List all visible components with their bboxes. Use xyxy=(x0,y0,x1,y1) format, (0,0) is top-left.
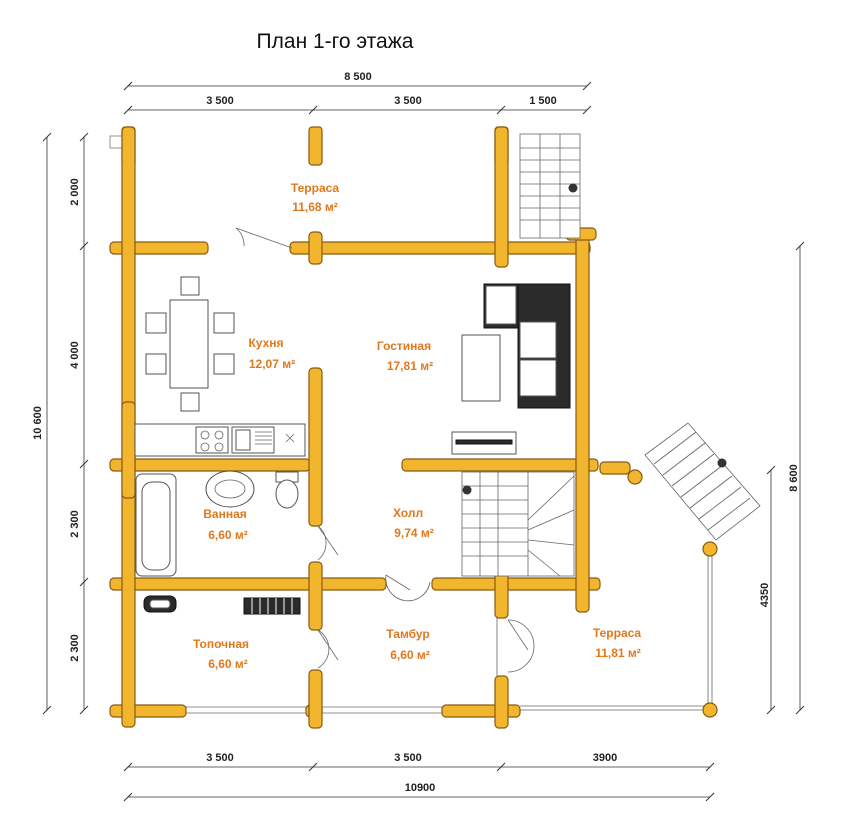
log-walls xyxy=(109,126,631,729)
dim-right-total: 8 600 xyxy=(788,464,800,492)
dim-left-total: 10 600 xyxy=(32,406,44,440)
room-terrace-right-name: Терраса xyxy=(593,626,642,640)
sofa xyxy=(461,283,571,409)
room-boiler-area: 6,60 м² xyxy=(208,657,248,671)
room-bathroom-name: Ванная xyxy=(203,507,247,521)
dim-left-seg-3: 2 300 xyxy=(69,510,81,538)
post xyxy=(627,469,643,485)
room-boiler-name: Топочная xyxy=(193,637,249,651)
room-hall-name: Холл xyxy=(393,506,423,520)
doors xyxy=(235,227,535,673)
dim-left-seg-1: 2 000 xyxy=(69,178,81,206)
room-terrace-top-name: Терраса xyxy=(291,181,340,195)
room-vestibule-area: 6,60 м² xyxy=(390,648,430,662)
room-kitchen-area: 12,07 м² xyxy=(249,357,295,371)
dim-left-seg-4: 2 300 xyxy=(69,634,81,662)
dim-bottom-total: 10900 xyxy=(405,782,436,794)
dim-top-total: 8 500 xyxy=(344,71,372,83)
room-vestibule-name: Тамбур xyxy=(386,627,430,641)
dim-top-seg-2: 3 500 xyxy=(394,95,422,107)
dim-bottom-seg-3: 3900 xyxy=(593,752,617,764)
room-hall-area: 9,74 м² xyxy=(394,526,434,540)
room-living-area: 17,81 м² xyxy=(387,359,433,373)
dimension-lines xyxy=(42,81,805,802)
stairs-top-right xyxy=(519,133,581,239)
kitchen-counter xyxy=(134,423,306,457)
dining-table xyxy=(145,276,235,412)
stairs-hall xyxy=(461,471,575,577)
dim-top-seg-3: 1 500 xyxy=(529,95,557,107)
room-kitchen-name: Кухня xyxy=(248,336,283,350)
tv-stand xyxy=(451,431,517,455)
dim-left-seg-2: 4 000 xyxy=(69,341,81,369)
bathroom-fixtures xyxy=(135,470,299,577)
boiler-room-equipment xyxy=(143,595,301,615)
post xyxy=(702,541,718,557)
room-living-name: Гостиная xyxy=(377,339,431,353)
dim-bottom-seg-1: 3 500 xyxy=(206,752,234,764)
room-bathroom-area: 6,60 м² xyxy=(208,528,248,542)
plan-title: План 1-го этажа xyxy=(257,30,414,53)
dim-top-seg-1: 3 500 xyxy=(206,95,234,107)
dim-bottom-seg-2: 3 500 xyxy=(394,752,422,764)
room-terrace-right-area: 11,81 м² xyxy=(595,646,641,660)
stairs-right-terrace xyxy=(644,422,761,541)
dim-right-terrace: 4350 xyxy=(759,583,771,607)
room-terrace-top-area: 11,68 м² xyxy=(292,200,338,214)
post xyxy=(702,702,718,718)
